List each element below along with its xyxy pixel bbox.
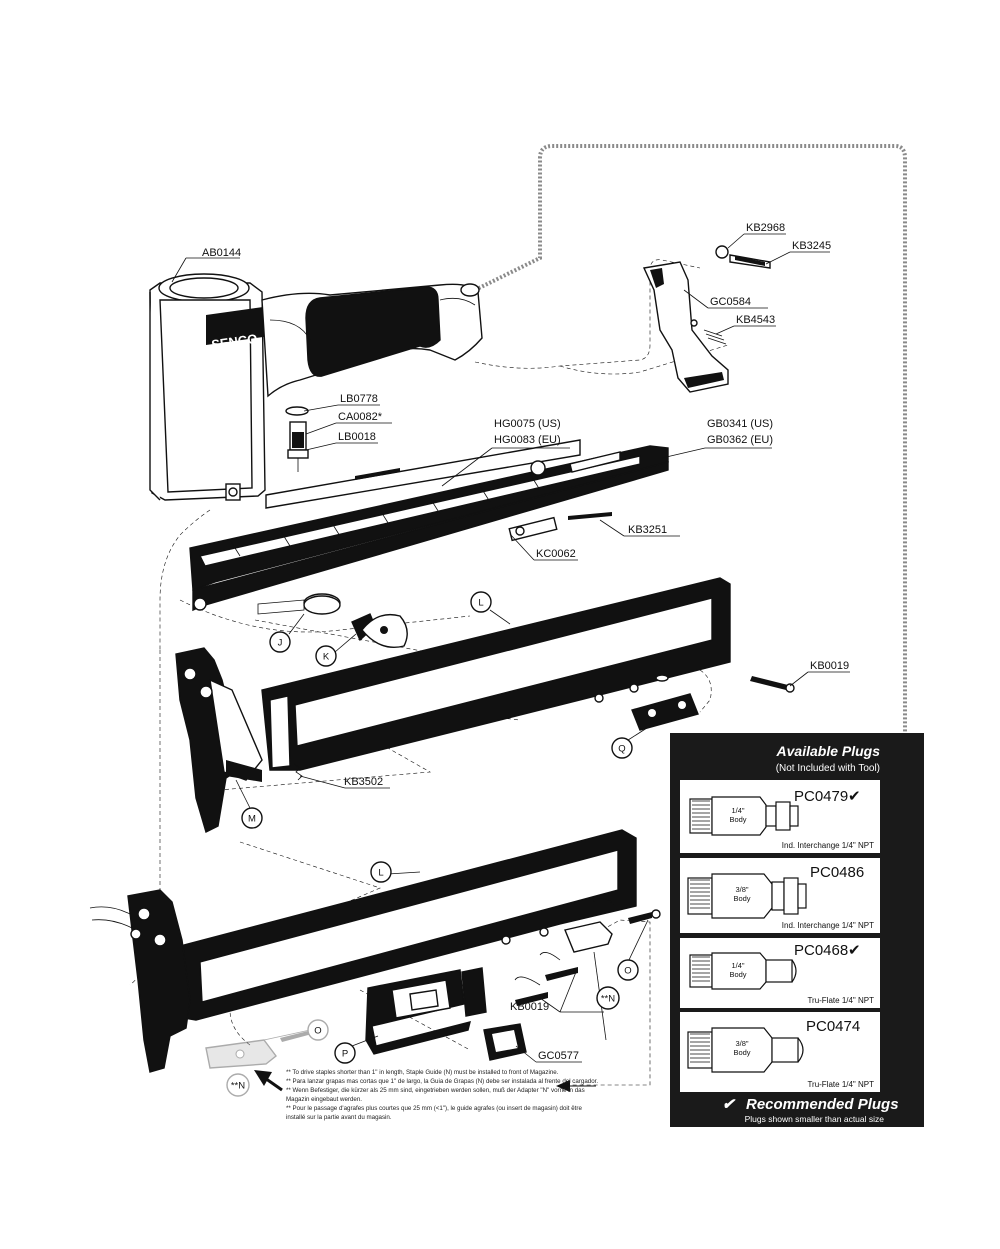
callout-m: M <box>248 814 256 825</box>
callout-p: P <box>342 1049 348 1060</box>
callout-l-bottom: L <box>378 868 383 879</box>
brand-logo: SENCO <box>210 331 258 352</box>
recommended-check-icon: ✔ <box>848 942 861 959</box>
plug-desc: Tru-Flate 1/4" NPT <box>807 1080 874 1089</box>
label-kb3502: KB3502 <box>344 776 383 788</box>
part-labels: AB0144 KB2968 KB3245 GC0584 KB4543 LB077… <box>202 222 849 1062</box>
note-fr: ** Pour le passage d'agrafes plus courte… <box>286 1105 582 1112</box>
plug-body-label: Body <box>733 894 750 903</box>
label-gb0341: GB0341 (US) <box>707 418 773 430</box>
label-kb4543: KB4543 <box>736 314 775 326</box>
nose-piece-m <box>175 647 263 834</box>
plug-body-label: Body <box>733 1048 750 1057</box>
bracket-gc0584 <box>642 245 771 393</box>
label-lb0018: LB0018 <box>338 431 376 443</box>
label-kb2968: KB2968 <box>746 222 785 234</box>
note-fr-cont: installé sur la partie avant du magasin. <box>286 1114 392 1121</box>
label-lb0778: LB0778 <box>340 393 378 405</box>
staple-strip-hg0075 <box>265 439 581 509</box>
callout-o-ghost: O <box>314 1026 321 1037</box>
callout-j: J <box>278 638 283 649</box>
plug-desc: Ind. Interchange 1/4" NPT <box>782 841 874 850</box>
plug-fitting-icon <box>689 796 799 836</box>
label-gb0362: GB0362 (EU) <box>707 434 773 446</box>
label-kb0019-bottom: KB0019 <box>510 1001 549 1013</box>
tool-body-ab0144: SENCO <box>149 273 483 501</box>
plugs-size-note: Plugs shown smaller than actual size <box>745 1114 885 1124</box>
available-plugs-panel: Available Plugs (Not Included with Tool)… <box>670 733 924 1127</box>
callout-k: K <box>323 652 330 663</box>
plug-card-pc0479: 1/4" Body PC0479 ✔ Ind. Interchange 1/4"… <box>680 780 880 853</box>
plug-code-pc0468: PC0468 <box>794 942 848 959</box>
recommended-plugs-legend: Recommended Plugs <box>746 1096 899 1113</box>
callout-n-ghost: **N <box>231 1081 245 1092</box>
plug-card-pc0468: 1/4" Body PC0468 ✔ Tru-Flate 1/4" NPT <box>680 938 880 1008</box>
label-ca0082: CA0082* <box>338 411 383 423</box>
label-gc0577: GC0577 <box>538 1050 579 1062</box>
callout-o-right: O <box>624 966 631 977</box>
small-parts-j-k <box>257 593 408 648</box>
plug-desc: Ind. Interchange 1/4" NPT <box>782 921 874 930</box>
plug-code-pc0474: PC0474 <box>806 1018 860 1035</box>
label-kb0019-top: KB0019 <box>810 660 849 672</box>
ghost-parts <box>205 1019 329 1097</box>
label-kb3251: KB3251 <box>628 524 667 536</box>
callout-l-top: L <box>478 598 483 609</box>
plug-body-size: 3/8" <box>735 885 748 894</box>
nose-piece-lower <box>89 889 191 1073</box>
staple-guide-p <box>365 967 527 1061</box>
label-kb3245: KB3245 <box>792 240 831 252</box>
plug-card-pc0474: 3/8" Body PC0474 Tru-Flate 1/4" NPT <box>680 1012 880 1092</box>
plugs-panel-subtitle: (Not Included with Tool) <box>776 763 880 774</box>
circle-callouts: J K L Q M L O **N P O **N <box>231 591 639 1092</box>
label-kc0062: KC0062 <box>536 548 576 560</box>
plug-body-size: 3/8" <box>735 1039 748 1048</box>
plug-card-pc0486: 3/8" Body PC0486 Ind. Interchange 1/4" N… <box>680 858 880 933</box>
footnotes: ** To drive staples shorter than 1" in l… <box>286 1069 598 1121</box>
label-gc0584: GC0584 <box>710 296 751 308</box>
arrows <box>254 1070 596 1092</box>
note-de-cont: Magazin eingebaut werden. <box>286 1096 362 1103</box>
note-de: ** Wenn Befestiger, die kürzer als 25 mm… <box>286 1087 585 1094</box>
callout-q: Q <box>618 744 625 755</box>
plug-fitting-icon <box>687 873 807 919</box>
note-es: ** Para lanzar grapas mas cortas que 1" … <box>286 1078 598 1085</box>
plug-code-pc0486: PC0486 <box>810 864 864 881</box>
plug-body-size: 1/4" <box>731 961 744 970</box>
plugs-panel-title: Available Plugs <box>776 743 881 759</box>
magazine-gb0341 <box>189 445 669 612</box>
plug-body-label: Body <box>729 815 746 824</box>
cylinder-parts <box>285 406 309 472</box>
plug-code-pc0479: PC0479 <box>794 788 848 805</box>
leader-lines <box>171 233 850 1063</box>
callout-n-right: **N <box>601 994 615 1005</box>
magazine-cover-upper <box>261 577 795 781</box>
recommended-check-icon: ✔ <box>848 788 861 805</box>
plug-body-size: 1/4" <box>731 806 744 815</box>
recommended-check-icon: ✔ <box>722 1096 736 1113</box>
label-hg0083: HG0083 (EU) <box>494 434 561 446</box>
label-hg0075: HG0075 (US) <box>494 418 561 430</box>
plug-fitting-icon <box>689 952 797 990</box>
note-en: ** To drive staples shorter than 1" in l… <box>286 1069 559 1076</box>
plug-fitting-icon <box>687 1027 804 1073</box>
plug-body-label: Body <box>729 970 746 979</box>
plug-desc: Tru-Flate 1/4" NPT <box>807 996 874 1005</box>
label-ab0144: AB0144 <box>202 247 241 259</box>
